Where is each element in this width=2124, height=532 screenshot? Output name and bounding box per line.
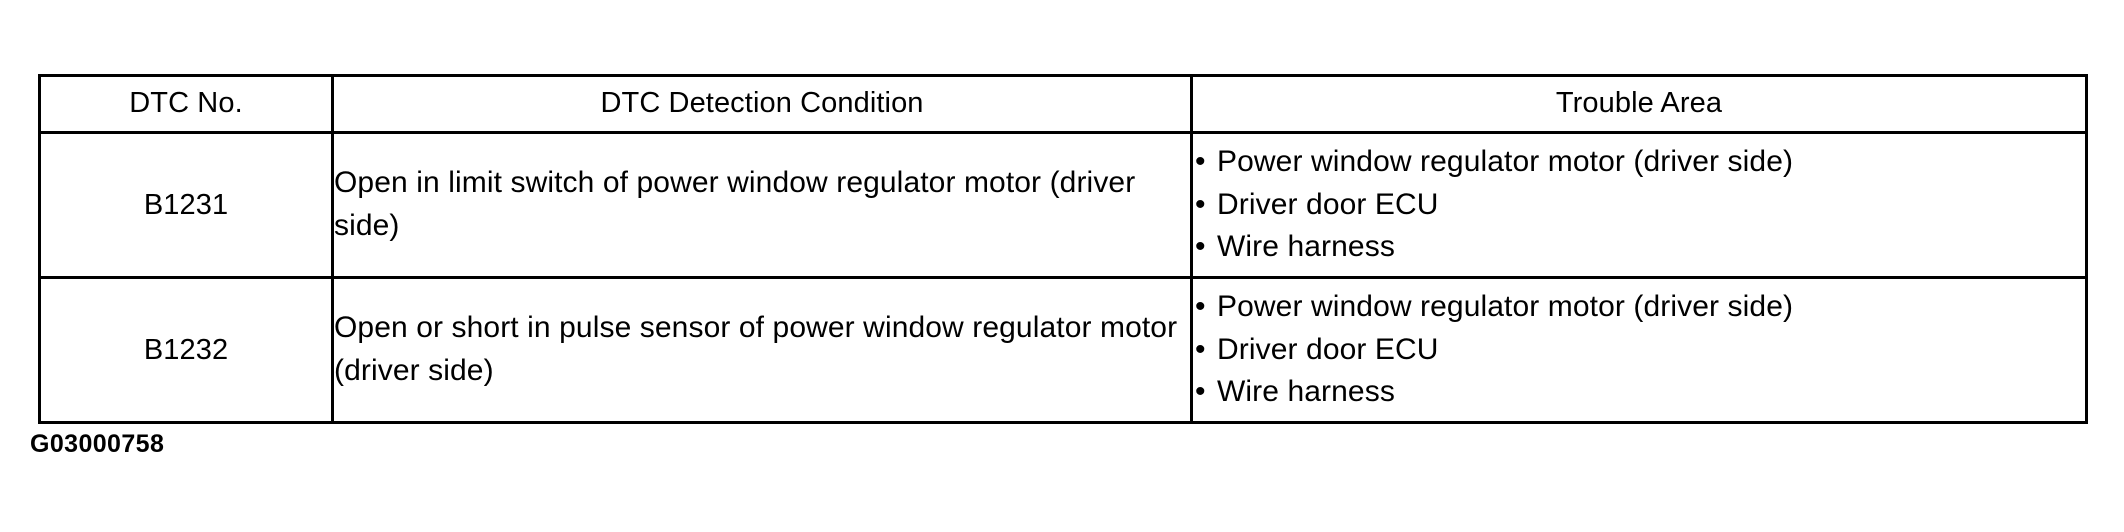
column-header-dtc-detection-condition: DTC Detection Condition bbox=[331, 74, 1193, 134]
bullet-icon: • bbox=[1195, 375, 1206, 409]
table-header: DTC No. DTC Detection Condition Trouble … bbox=[38, 74, 2088, 134]
column-header-dtc-no: DTC No. bbox=[38, 74, 334, 134]
bullet-icon: • bbox=[1195, 332, 1206, 366]
cell-trouble-area: • Power window regulator motor (driver si… bbox=[1190, 276, 2088, 424]
list-item-label: Wire harness bbox=[1217, 375, 1395, 409]
cell-dtc-no: B1231 bbox=[38, 131, 334, 279]
list-item-label: Driver door ECU bbox=[1217, 332, 1439, 366]
trouble-area-list: • Power window regulator motor (driver si… bbox=[1193, 286, 2085, 415]
bullet-icon: • bbox=[1195, 289, 1206, 323]
list-item: • Driver door ECU bbox=[1193, 184, 2085, 227]
bullet-icon: • bbox=[1195, 230, 1206, 264]
list-item-label: Power window regulator motor (driver sid… bbox=[1217, 144, 1794, 178]
dtc-table: DTC No. DTC Detection Condition Trouble … bbox=[38, 74, 2088, 424]
table-header-row: DTC No. DTC Detection Condition Trouble … bbox=[38, 74, 2088, 134]
list-item-label: Wire harness bbox=[1217, 230, 1395, 264]
cell-dtc-detection-condition: Open in limit switch of power window reg… bbox=[331, 131, 1193, 279]
list-item: • Power window regulator motor (driver si… bbox=[1193, 286, 2085, 329]
list-item: • Driver door ECU bbox=[1193, 329, 2085, 372]
bullet-icon: • bbox=[1195, 187, 1206, 221]
list-item: • Power window regulator motor (driver si… bbox=[1193, 141, 2085, 184]
cell-trouble-area: • Power window regulator motor (driver si… bbox=[1190, 131, 2088, 279]
column-header-trouble-area: Trouble Area bbox=[1190, 74, 2088, 134]
cell-dtc-detection-condition: Open or short in pulse sensor of power w… bbox=[331, 276, 1193, 424]
list-item-label: Driver door ECU bbox=[1217, 187, 1439, 221]
figure-id-caption: G03000758 bbox=[30, 430, 165, 458]
bullet-icon: • bbox=[1195, 144, 1206, 178]
list-item: • Wire harness bbox=[1193, 371, 2085, 414]
cell-dtc-no: B1232 bbox=[38, 276, 334, 424]
list-item-label: Power window regulator motor (driver sid… bbox=[1217, 289, 1794, 323]
table-row: B1232 Open or short in pulse sensor of p… bbox=[38, 276, 2088, 424]
list-item: • Wire harness bbox=[1193, 226, 2085, 269]
table-row: B1231 Open in limit switch of power wind… bbox=[38, 131, 2088, 279]
trouble-area-list: • Power window regulator motor (driver si… bbox=[1193, 141, 2085, 270]
table-body: B1231 Open in limit switch of power wind… bbox=[38, 131, 2088, 424]
